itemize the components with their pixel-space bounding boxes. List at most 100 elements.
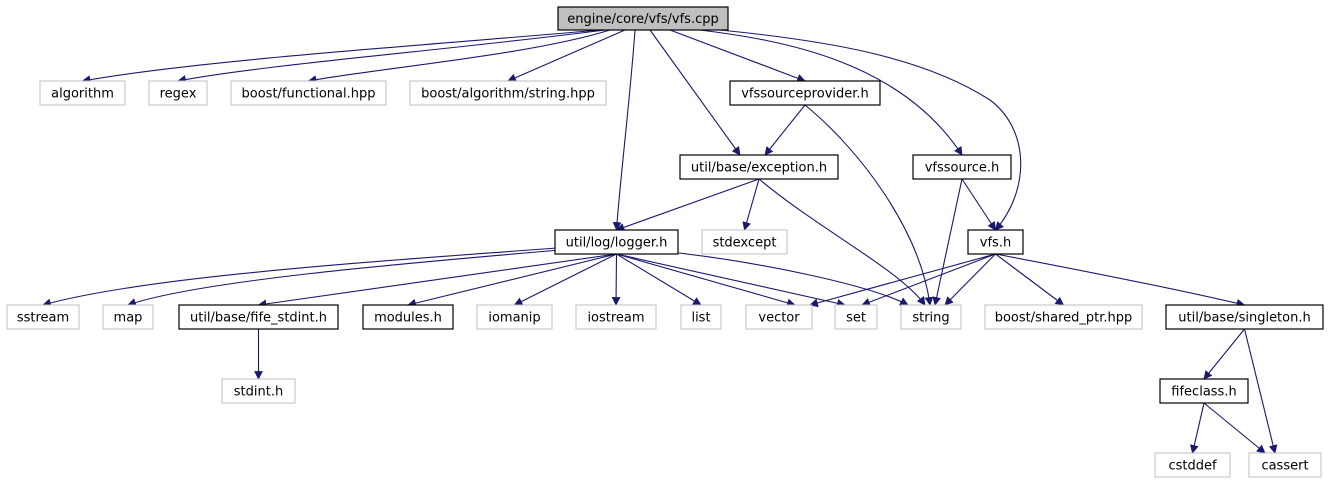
edge-vfssourceprovider-to-exception xyxy=(764,104,806,156)
edge-vfssource-to-string xyxy=(932,178,963,306)
node-box xyxy=(409,80,607,106)
node-fife_stdint[interactable]: util/base/fife_stdint.h xyxy=(178,304,339,330)
edge-vfs_h-to-vector xyxy=(809,253,996,308)
edge-fifeclass-to-cstddef xyxy=(1189,402,1205,454)
edge-root-to-vfs_h xyxy=(719,29,1022,231)
edge-logger-to-modules xyxy=(407,253,617,308)
edge-root-to-logger xyxy=(612,29,636,231)
edge-logger-to-list xyxy=(616,253,702,306)
node-label: boost/shared_ptr.hpp xyxy=(995,311,1133,326)
edge-singleton-to-cassert xyxy=(1243,328,1278,454)
node-stdexcept: stdexcept xyxy=(701,229,788,255)
node-box xyxy=(680,304,722,330)
node-label: stdexcept xyxy=(713,236,777,251)
node-label: util/base/exception.h xyxy=(691,161,827,176)
node-shared_ptr: boost/shared_ptr.hpp xyxy=(984,304,1143,330)
node-label: boost/functional.hpp xyxy=(242,87,376,102)
node-label: map xyxy=(114,311,143,326)
node-logger[interactable]: util/log/logger.h xyxy=(554,229,679,255)
edge-vfs_h-to-string xyxy=(944,253,996,306)
node-list: list xyxy=(680,304,722,330)
node-box xyxy=(984,304,1143,330)
node-box xyxy=(178,304,339,330)
node-iomanip: iomanip xyxy=(476,304,553,330)
edge-root-to-regex xyxy=(177,29,606,84)
node-box xyxy=(679,154,839,180)
node-box xyxy=(834,304,878,330)
node-box xyxy=(1154,452,1231,478)
node-box xyxy=(967,229,1024,255)
edge-singleton-to-fifeclass xyxy=(1203,328,1245,380)
edge-logger-to-sstream xyxy=(42,247,557,308)
edge-root-to-vfssource xyxy=(699,29,963,156)
node-label: util/base/fife_stdint.h xyxy=(190,311,327,326)
node-box xyxy=(729,80,881,106)
node-cstddef: cstddef xyxy=(1154,452,1231,478)
node-label: stdint.h xyxy=(234,385,283,400)
node-box xyxy=(102,304,154,330)
node-box xyxy=(1165,304,1324,330)
edge-root-to-exception xyxy=(649,29,741,156)
node-algorithm: algorithm xyxy=(39,80,126,106)
node-label: cstddef xyxy=(1168,459,1217,474)
edge-root-to-boost_algo_string xyxy=(507,29,626,82)
node-vfs_h[interactable]: vfs.h xyxy=(967,229,1024,255)
node-label: list xyxy=(691,311,710,326)
node-box xyxy=(701,229,788,255)
node-root[interactable]: engine/core/vfs/vfs.cpp xyxy=(557,6,729,31)
node-label: sstream xyxy=(17,311,69,326)
edge-logger-to-iostream xyxy=(611,253,621,306)
node-box xyxy=(362,304,454,330)
edge-exception-to-logger xyxy=(615,178,760,232)
node-label: vector xyxy=(758,311,800,326)
node-box xyxy=(476,304,553,330)
edge-logger-to-iomanip xyxy=(513,253,617,306)
node-vfssourceprovider[interactable]: vfssourceprovider.h xyxy=(729,80,881,106)
node-box xyxy=(1159,378,1249,404)
node-label: string xyxy=(912,311,949,326)
node-label: fifeclass.h xyxy=(1171,385,1236,400)
node-label: boost/algorithm/string.hpp xyxy=(421,87,595,102)
node-boost_algo_string: boost/algorithm/string.hpp xyxy=(409,80,607,106)
edge-logger-to-vector xyxy=(616,253,796,308)
node-label: modules.h xyxy=(374,311,442,326)
node-modules[interactable]: modules.h xyxy=(362,304,454,330)
node-iostream: iostream xyxy=(575,304,657,330)
node-box xyxy=(554,229,679,255)
node-label: engine/core/vfs/vfs.cpp xyxy=(567,12,719,27)
node-singleton[interactable]: util/base/singleton.h xyxy=(1165,304,1324,330)
node-vfssource[interactable]: vfssource.h xyxy=(912,154,1012,180)
node-stdint: stdint.h xyxy=(221,378,296,404)
edge-logger-to-map xyxy=(127,249,561,307)
edge-logger-to-string xyxy=(669,251,909,306)
node-box xyxy=(912,154,1012,180)
edge-root-to-algorithm xyxy=(81,29,601,84)
node-box xyxy=(557,6,729,31)
node-label: vfs.h xyxy=(980,236,1011,251)
node-label: algorithm xyxy=(51,87,114,102)
node-label: iomanip xyxy=(488,311,540,326)
node-map: map xyxy=(102,304,154,330)
node-label: vfssource.h xyxy=(925,161,1000,176)
edge-vfssource-to-vfs_h xyxy=(961,178,996,231)
node-box xyxy=(39,80,126,106)
node-sstream: sstream xyxy=(6,304,80,330)
node-box xyxy=(1248,452,1322,478)
node-box xyxy=(221,378,296,404)
edge-root-to-boost_functional xyxy=(307,29,611,84)
node-fifeclass[interactable]: fifeclass.h xyxy=(1159,378,1249,404)
node-box xyxy=(6,304,80,330)
node-exception[interactable]: util/base/exception.h xyxy=(679,154,839,180)
node-label: util/log/logger.h xyxy=(566,236,668,251)
edge-logger-to-fife_stdint xyxy=(257,253,617,309)
edge-exception-to-string xyxy=(758,178,926,306)
node-vector: vector xyxy=(745,304,813,330)
edge-vfs_h-to-singleton xyxy=(995,253,1246,308)
node-box xyxy=(900,304,962,330)
edge-vfs_h-to-set xyxy=(861,253,996,307)
edge-vfs_h-to-shared_ptr xyxy=(995,253,1065,306)
node-box xyxy=(230,80,387,106)
edge-root-to-vfssourceprovider xyxy=(669,29,806,83)
node-box xyxy=(745,304,813,330)
